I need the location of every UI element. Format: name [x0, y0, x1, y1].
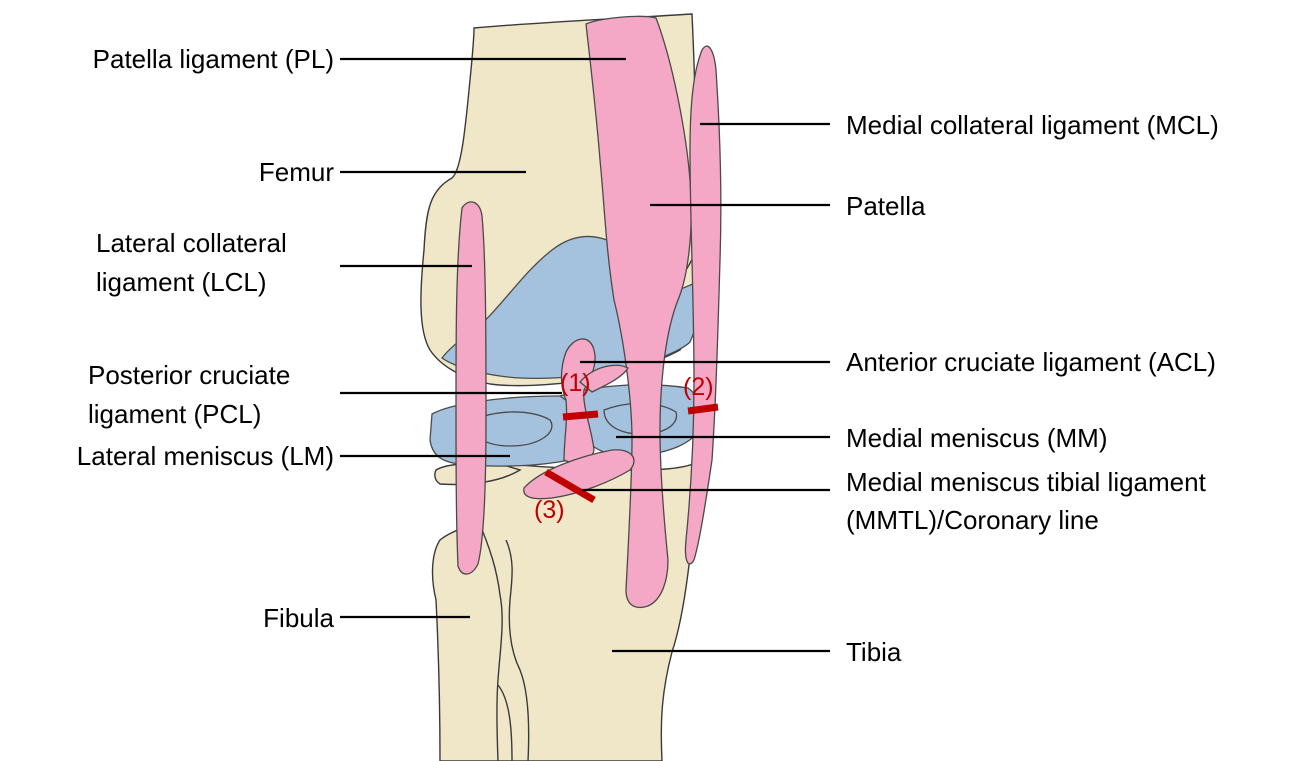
label-lcl-line2: ligament (LCL): [96, 267, 267, 297]
label-fibula: Fibula: [263, 603, 334, 633]
label-acl: Anterior cruciate ligament (ACL): [846, 347, 1216, 377]
cut-mark-1-bar: [563, 414, 598, 417]
label-tibia: Tibia: [846, 637, 902, 667]
label-mcl: Medial collateral ligament (MCL): [846, 110, 1219, 140]
cut-mark-2-label: (2): [683, 373, 714, 401]
label-pcl-line1: Posterior cruciate: [88, 360, 290, 390]
label-medial-meniscus: Medial meniscus (MM): [846, 423, 1108, 453]
cut-mark-3-label: (3): [534, 496, 565, 524]
lcl-shape: [456, 202, 486, 574]
label-pcl-line2: ligament (PCL): [88, 399, 261, 429]
label-patella-ligament: Patella ligament (PL): [93, 44, 334, 74]
label-lateral-meniscus: Lateral meniscus (LM): [77, 441, 334, 471]
label-lcl-line1: Lateral collateral: [96, 228, 287, 258]
label-mmtl-line1: Medial meniscus tibial ligament: [846, 467, 1207, 497]
label-femur: Femur: [259, 157, 334, 187]
cut-mark-2-bar: [688, 407, 718, 411]
label-patella: Patella: [846, 191, 926, 221]
label-mmtl-line2: (MMTL)/Coronary line: [846, 505, 1099, 535]
cut-mark-1-label: (1): [560, 369, 591, 397]
